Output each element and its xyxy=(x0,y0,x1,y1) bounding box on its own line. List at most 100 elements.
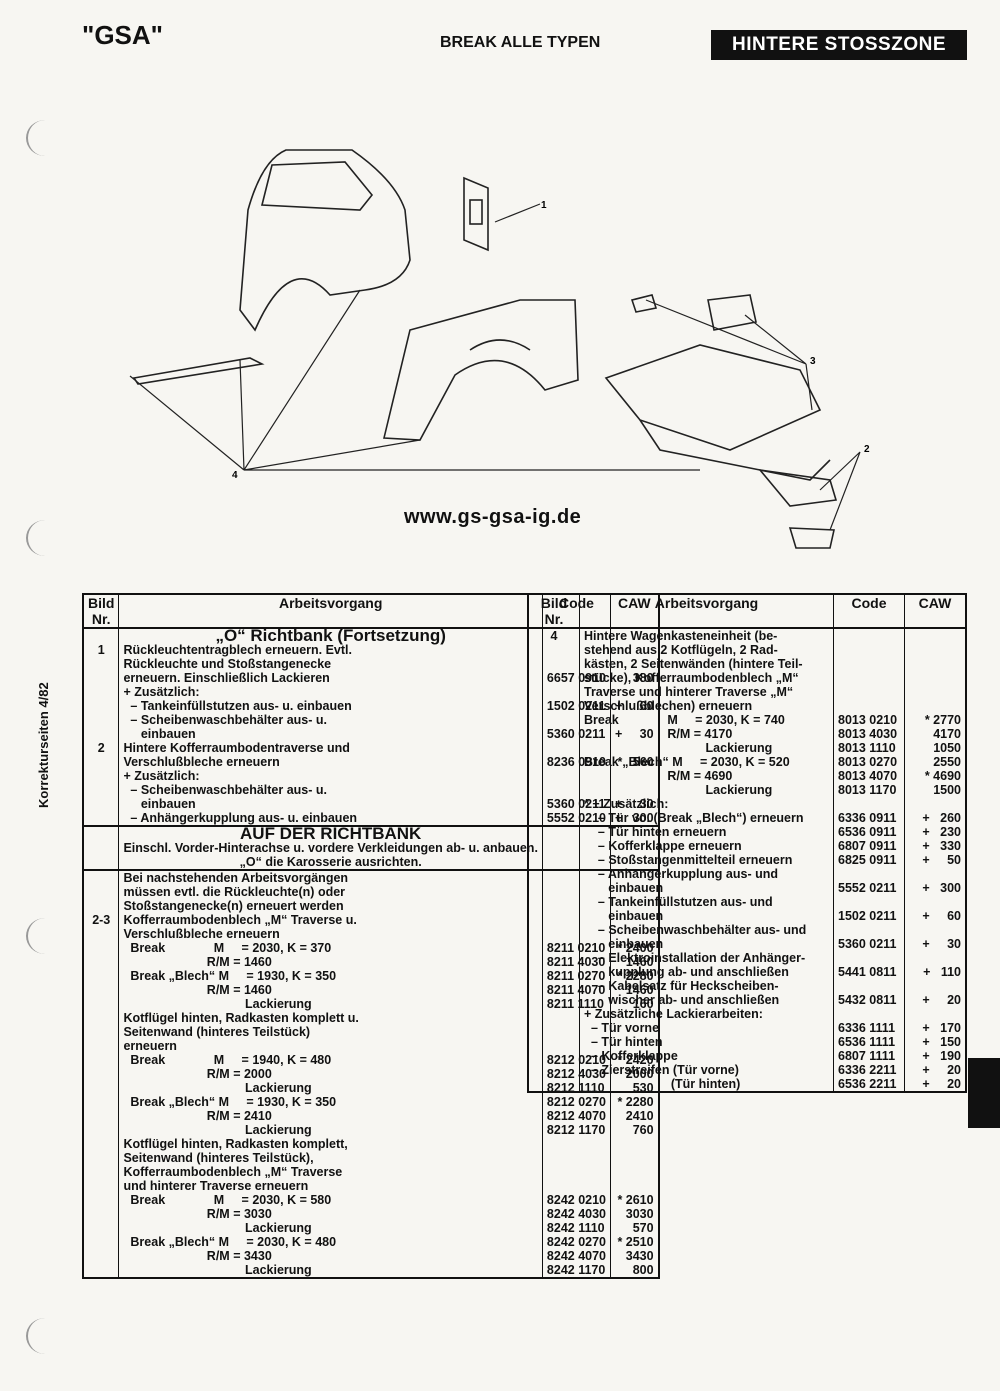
caw-cell: 1500 xyxy=(904,783,967,797)
caw-cell: 3030 xyxy=(610,1207,660,1221)
table-row: – Anhängerkupplung aus- und xyxy=(527,867,967,881)
table-row: Kotflügel hinten, Radkasten komplett, xyxy=(82,1137,660,1151)
code-cell: 6336 2211 xyxy=(833,1063,905,1077)
page-tab-marker xyxy=(968,1058,1000,1128)
bild-cell xyxy=(527,699,580,713)
code-cell xyxy=(541,1151,612,1165)
arbeit-cell: – Anhängerkupplung aus- u. einbauen xyxy=(118,811,543,826)
table-row: Traverse und hinterer Traverse „M“ xyxy=(527,685,967,699)
bild-cell xyxy=(527,1077,580,1092)
callout-label: 1 xyxy=(541,200,547,211)
leader-line xyxy=(129,289,700,471)
arbeit-cell: (Tür hinten) xyxy=(579,1077,834,1092)
bild-cell xyxy=(82,885,120,899)
caw-cell: 570 xyxy=(610,1221,660,1235)
bild-cell xyxy=(527,937,580,951)
side-panel-window xyxy=(260,161,374,211)
arbeit-cell: – Scheibenwaschbehälter aus- u. xyxy=(118,713,543,727)
arbeit-cell: AUF DER RICHTBANK xyxy=(118,825,543,842)
website-url: www.gs-gsa-ig.de xyxy=(404,506,582,528)
caw-cell xyxy=(904,671,967,685)
code-cell xyxy=(833,657,905,671)
arbeit-cell: Rückleuchtentragblech erneuern. Evtl. xyxy=(118,643,543,657)
caw-cell: * 2510 xyxy=(610,1235,660,1249)
bild-cell xyxy=(82,1025,120,1039)
caw-cell: + 300 xyxy=(904,881,967,895)
table-row: – Zierstreifen (Tür vorne)6336 2211+ 20 xyxy=(527,1063,967,1077)
col-header-code: Code xyxy=(833,594,905,629)
code-cell: 8242 4070 xyxy=(541,1249,612,1263)
leader-line xyxy=(494,203,541,223)
arbeit-cell: R/M = 3430 xyxy=(118,1249,543,1263)
arbeit-cell: Kotflügel hinten, Radkasten komplett u. xyxy=(118,1011,543,1025)
bild-cell xyxy=(82,1095,120,1109)
bild-cell xyxy=(82,1193,120,1207)
caw-cell xyxy=(610,1165,660,1179)
bild-cell xyxy=(82,1179,120,1193)
arbeit-cell: Einschl. Vorder-Hinterachse u. vordere V… xyxy=(118,841,543,855)
code-cell xyxy=(833,643,905,657)
caw-cell: 760 xyxy=(610,1123,660,1137)
code-cell: 6336 0911 xyxy=(833,811,905,825)
arbeit-cell: – Elektroinstallation der Anhänger- xyxy=(579,951,834,965)
code-cell: 5552 0211 xyxy=(833,881,905,895)
code-cell: 8242 0210 xyxy=(541,1193,612,1207)
arbeit-cell: – Kofferklappe erneuern xyxy=(579,839,834,853)
arbeit-cell: einbauen xyxy=(118,797,543,811)
arbeit-cell: Stoßstangenecke(n) erneuert werden xyxy=(118,899,543,913)
bild-cell xyxy=(82,727,120,741)
arbeit-cell: stehend aus 2 Kotflügeln, 2 Rad- xyxy=(579,643,834,657)
caw-cell xyxy=(610,1151,660,1165)
code-cell: 8013 4030 xyxy=(833,727,905,741)
caw-cell xyxy=(904,699,967,713)
bild-cell xyxy=(82,783,120,797)
section-title: HINTERE STOSSZONE xyxy=(711,30,967,60)
arbeit-cell: Verschlußbleche erneuern xyxy=(118,927,543,941)
caw-cell: 800 xyxy=(610,1263,660,1278)
bild-cell xyxy=(82,1207,120,1221)
arbeit-cell: – Tankeinfüllstutzen aus- und xyxy=(579,895,834,909)
code-cell: 5360 0211 xyxy=(833,937,905,951)
caw-cell xyxy=(904,895,967,909)
caw-cell: 2550 xyxy=(904,755,967,769)
col-header-bild: Bild Nr. xyxy=(527,594,580,629)
arbeit-cell: und hinterer Traverse erneuern xyxy=(118,1179,543,1193)
code-cell: 8242 4030 xyxy=(541,1207,612,1221)
arbeit-cell: kästen, 2 Seitenwänden (hintere Teil- xyxy=(579,657,834,671)
table-row: Kofferraumbodenblech „M“ Traverse xyxy=(82,1165,660,1179)
table-row: müssen evtl. die Rückleuchte(n) oder xyxy=(82,885,660,899)
bild-cell xyxy=(527,867,580,881)
bild-cell xyxy=(527,951,580,965)
caw-cell: + 110 xyxy=(904,965,967,979)
bild-cell xyxy=(82,825,120,841)
bild-cell xyxy=(527,825,580,839)
bild-cell xyxy=(82,671,120,685)
bild-cell xyxy=(82,797,120,811)
caw-cell xyxy=(904,643,967,657)
arbeit-cell: + Zusätzlich: xyxy=(118,685,543,699)
bild-cell xyxy=(82,997,120,1011)
bild-cell xyxy=(82,1151,120,1165)
caw-cell: + 20 xyxy=(904,1077,967,1092)
arbeit-cell: R/M = 1460 xyxy=(118,955,543,969)
arbeit-cell: + Zusätzlich: xyxy=(118,769,543,783)
bild-cell xyxy=(82,899,120,913)
table-row: – Elektroinstallation der Anhänger- xyxy=(527,951,967,965)
bild-cell xyxy=(82,855,120,870)
bild-cell: 2 xyxy=(82,741,120,755)
bild-cell xyxy=(82,983,120,997)
bild-cell xyxy=(527,811,580,825)
bild-cell xyxy=(527,1021,580,1035)
code-cell: 6336 1111 xyxy=(833,1021,905,1035)
bild-cell xyxy=(82,685,120,699)
code-cell: 8013 4070 xyxy=(833,769,905,783)
code-cell: 8013 0210 xyxy=(833,713,905,727)
caw-cell: * 2610 xyxy=(610,1193,660,1207)
bild-cell xyxy=(527,965,580,979)
